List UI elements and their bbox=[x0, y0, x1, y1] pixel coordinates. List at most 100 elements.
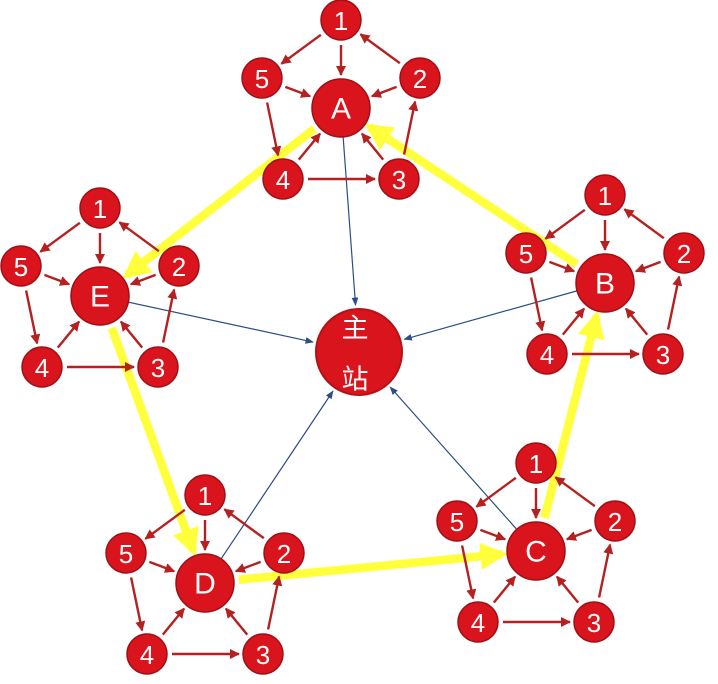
node-b-3: 3 bbox=[642, 333, 684, 375]
node-circle bbox=[436, 500, 478, 542]
cluster-head-label: C bbox=[525, 536, 547, 569]
node-label: 2 bbox=[608, 507, 622, 537]
node-label: 4 bbox=[35, 353, 49, 383]
arrow-a-5-to-4 bbox=[265, 102, 282, 157]
arrow-a-5-to-main bbox=[284, 85, 312, 98]
node-circle bbox=[378, 158, 420, 200]
arrow-b-1-to-5 bbox=[544, 208, 586, 240]
arrow-d-4-to-main bbox=[161, 607, 186, 636]
node-circle bbox=[642, 333, 684, 375]
node-label: 2 bbox=[413, 64, 427, 94]
node-label: 5 bbox=[450, 507, 464, 537]
cluster-head-circle bbox=[70, 266, 130, 326]
node-circle bbox=[320, 0, 362, 41]
node-c-5: 5 bbox=[436, 500, 478, 542]
cluster-head-d: D bbox=[175, 553, 235, 613]
hub-label-line2: 站 bbox=[342, 365, 369, 396]
node-c-2: 2 bbox=[594, 500, 636, 542]
node-b-2: 2 bbox=[663, 232, 705, 274]
node-label: 3 bbox=[656, 340, 670, 370]
cluster-head-circle bbox=[506, 521, 566, 581]
arrow-d-5-to-main bbox=[148, 560, 176, 573]
cluster-e: 1 2 3 4 5 E bbox=[0, 187, 200, 388]
node-label: 4 bbox=[140, 640, 154, 670]
node-circle bbox=[0, 245, 42, 287]
cluster-b: 1 2 3 4 5B bbox=[505, 174, 705, 375]
arrow-c-4-to-main bbox=[492, 575, 517, 604]
cluster-head-circle bbox=[175, 553, 235, 613]
arrow-e-5-to-main bbox=[43, 273, 71, 286]
arrow-b-3-to-main bbox=[624, 307, 649, 336]
node-a-1: 1 bbox=[320, 0, 362, 41]
node-label: 5 bbox=[14, 252, 28, 282]
hub-link-e bbox=[124, 300, 314, 344]
node-label: 2 bbox=[172, 252, 186, 282]
arrow-c-3-to-main bbox=[555, 575, 580, 604]
node-label: 2 bbox=[677, 239, 691, 269]
arrow-e-3-to-main bbox=[119, 320, 144, 349]
hub-label-line1: 主 bbox=[342, 314, 369, 345]
node-label: 1 bbox=[334, 6, 348, 36]
node-b-5: 5 bbox=[505, 232, 547, 274]
node-e-4: 4 bbox=[21, 346, 63, 388]
arrow-d-1-to-5 bbox=[144, 508, 186, 540]
cluster-head-a: A bbox=[311, 78, 371, 138]
arrow-d-3-to-main bbox=[224, 607, 249, 636]
arrow-c-1-to-5 bbox=[475, 476, 517, 508]
local-arrow-layer bbox=[24, 33, 683, 660]
node-b-4: 4 bbox=[526, 333, 568, 375]
node-a-4: 4 bbox=[262, 158, 304, 200]
cluster-head-circle bbox=[575, 253, 635, 313]
arrow-e-2-to-main bbox=[129, 273, 157, 286]
arrow-b-4-to-main bbox=[561, 307, 586, 336]
hub-link-a bbox=[342, 132, 359, 306]
node-circle bbox=[457, 601, 499, 643]
cluster-a: 1 2 3 4 5A bbox=[241, 0, 441, 200]
arrow-e-2-to-1 bbox=[118, 221, 160, 253]
cluster-head-label: A bbox=[331, 93, 351, 126]
arrow-b-5-to-main bbox=[548, 260, 576, 273]
arrow-a-1-to-5 bbox=[280, 33, 322, 65]
node-label: 4 bbox=[471, 608, 485, 638]
node-d-5: 5 bbox=[105, 532, 147, 574]
arrow-d-2-to-1 bbox=[223, 508, 265, 540]
node-circle bbox=[399, 57, 441, 99]
node-a-5: 5 bbox=[241, 57, 283, 99]
node-e-3: 3 bbox=[137, 346, 179, 388]
node-label: 1 bbox=[198, 481, 212, 511]
node-circle bbox=[184, 474, 226, 516]
node-label: 5 bbox=[119, 539, 133, 569]
cluster-head-label: D bbox=[194, 568, 216, 601]
node-label: 1 bbox=[598, 181, 612, 211]
arrow-c-5-to-main bbox=[479, 528, 507, 541]
arrow-c-2-to-main bbox=[565, 528, 593, 541]
node-circle bbox=[21, 346, 63, 388]
arrow-c-5-to-4 bbox=[460, 545, 477, 600]
arrow-d-5-to-4 bbox=[129, 577, 146, 632]
node-circle bbox=[505, 232, 547, 274]
node-label: 1 bbox=[93, 194, 107, 224]
ring-arrow-d-to-c bbox=[238, 542, 508, 584]
arrow-a-3-to-main bbox=[360, 132, 385, 161]
node-e-5: 5 bbox=[0, 245, 42, 287]
node-c-1: 1 bbox=[515, 442, 557, 484]
node-e-2: 2 bbox=[158, 245, 200, 287]
node-label: 4 bbox=[540, 340, 554, 370]
cluster-head-e: E bbox=[70, 266, 130, 326]
node-circle bbox=[573, 601, 615, 643]
arrow-e-3-to-2 bbox=[161, 288, 178, 343]
node-circle bbox=[126, 633, 168, 675]
cluster-head-circle bbox=[311, 78, 371, 138]
node-a-3: 3 bbox=[378, 158, 420, 200]
arrow-b-2-to-1 bbox=[623, 208, 665, 240]
hub-circle bbox=[315, 308, 403, 396]
cluster-head-label: B bbox=[595, 268, 615, 301]
ring-arrow-a-to-e bbox=[122, 125, 317, 279]
node-d-2: 2 bbox=[263, 532, 305, 574]
cluster-head-c: C bbox=[506, 521, 566, 581]
node-circle bbox=[79, 187, 121, 229]
arrow-b-5-to-4 bbox=[529, 277, 546, 332]
node-circle bbox=[105, 532, 147, 574]
